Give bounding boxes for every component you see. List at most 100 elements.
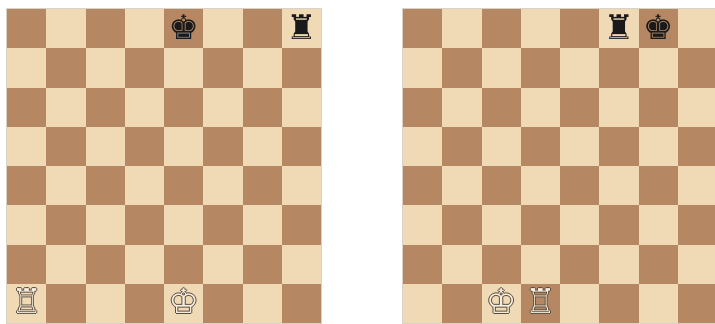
square-c8[interactable] <box>482 9 521 48</box>
square-e1[interactable] <box>560 284 599 323</box>
square-g4[interactable] <box>243 166 282 205</box>
square-g8[interactable] <box>243 9 282 48</box>
square-f5[interactable] <box>599 127 638 166</box>
square-b6[interactable] <box>46 88 85 127</box>
square-a8[interactable] <box>7 9 46 48</box>
square-g4[interactable] <box>639 166 678 205</box>
square-g1[interactable] <box>639 284 678 323</box>
square-h7[interactable] <box>282 48 321 87</box>
square-f2[interactable] <box>203 245 242 284</box>
square-a1[interactable]: ♖ <box>7 284 46 323</box>
square-g1[interactable] <box>243 284 282 323</box>
square-g5[interactable] <box>243 127 282 166</box>
square-a6[interactable] <box>403 88 442 127</box>
square-c3[interactable] <box>86 205 125 244</box>
square-e6[interactable] <box>560 88 599 127</box>
black-rook-icon[interactable]: ♜ <box>604 11 634 45</box>
square-b5[interactable] <box>46 127 85 166</box>
square-e7[interactable] <box>164 48 203 87</box>
square-g7[interactable] <box>243 48 282 87</box>
square-c5[interactable] <box>482 127 521 166</box>
square-b2[interactable] <box>442 245 481 284</box>
square-c5[interactable] <box>86 127 125 166</box>
square-b1[interactable] <box>442 284 481 323</box>
square-a2[interactable] <box>403 245 442 284</box>
square-b5[interactable] <box>442 127 481 166</box>
square-d3[interactable] <box>125 205 164 244</box>
square-e7[interactable] <box>560 48 599 87</box>
square-b8[interactable] <box>442 9 481 48</box>
square-a3[interactable] <box>403 205 442 244</box>
square-c6[interactable] <box>86 88 125 127</box>
square-d4[interactable] <box>521 166 560 205</box>
square-c1[interactable]: ♔ <box>482 284 521 323</box>
square-e6[interactable] <box>164 88 203 127</box>
square-e3[interactable] <box>164 205 203 244</box>
white-king-icon[interactable]: ♔ <box>168 285 198 319</box>
square-g7[interactable] <box>639 48 678 87</box>
black-rook-icon[interactable]: ♜ <box>286 11 316 45</box>
square-h3[interactable] <box>678 205 715 244</box>
square-h5[interactable] <box>282 127 321 166</box>
square-g5[interactable] <box>639 127 678 166</box>
square-d8[interactable] <box>521 9 560 48</box>
square-h8[interactable]: ♜ <box>282 9 321 48</box>
square-h1[interactable] <box>282 284 321 323</box>
square-c1[interactable] <box>86 284 125 323</box>
square-g6[interactable] <box>639 88 678 127</box>
square-d1[interactable]: ♖ <box>521 284 560 323</box>
white-rook-icon[interactable]: ♖ <box>525 285 555 319</box>
square-d3[interactable] <box>521 205 560 244</box>
square-f6[interactable] <box>203 88 242 127</box>
square-c3[interactable] <box>482 205 521 244</box>
square-g2[interactable] <box>639 245 678 284</box>
black-king-icon[interactable]: ♚ <box>168 11 198 45</box>
square-h3[interactable] <box>282 205 321 244</box>
square-h4[interactable] <box>678 166 715 205</box>
square-a3[interactable] <box>7 205 46 244</box>
square-e8[interactable] <box>560 9 599 48</box>
square-h8[interactable] <box>678 9 715 48</box>
square-d6[interactable] <box>521 88 560 127</box>
square-f7[interactable] <box>203 48 242 87</box>
square-h5[interactable] <box>678 127 715 166</box>
square-c4[interactable] <box>482 166 521 205</box>
square-a5[interactable] <box>403 127 442 166</box>
square-g6[interactable] <box>243 88 282 127</box>
square-f8[interactable]: ♜ <box>599 9 638 48</box>
square-h1[interactable] <box>678 284 715 323</box>
square-b8[interactable] <box>46 9 85 48</box>
square-c7[interactable] <box>86 48 125 87</box>
square-b3[interactable] <box>442 205 481 244</box>
square-h2[interactable] <box>678 245 715 284</box>
square-f3[interactable] <box>203 205 242 244</box>
square-b2[interactable] <box>46 245 85 284</box>
square-c8[interactable] <box>86 9 125 48</box>
square-d2[interactable] <box>521 245 560 284</box>
square-c4[interactable] <box>86 166 125 205</box>
square-g2[interactable] <box>243 245 282 284</box>
square-a8[interactable] <box>403 9 442 48</box>
square-e2[interactable] <box>164 245 203 284</box>
square-h7[interactable] <box>678 48 715 87</box>
square-h2[interactable] <box>282 245 321 284</box>
square-f2[interactable] <box>599 245 638 284</box>
square-f4[interactable] <box>203 166 242 205</box>
square-c2[interactable] <box>86 245 125 284</box>
square-b6[interactable] <box>442 88 481 127</box>
square-d2[interactable] <box>125 245 164 284</box>
square-b4[interactable] <box>442 166 481 205</box>
square-d6[interactable] <box>125 88 164 127</box>
square-d5[interactable] <box>521 127 560 166</box>
square-b7[interactable] <box>46 48 85 87</box>
square-f5[interactable] <box>203 127 242 166</box>
square-c7[interactable] <box>482 48 521 87</box>
square-e4[interactable] <box>560 166 599 205</box>
square-a2[interactable] <box>7 245 46 284</box>
square-c2[interactable] <box>482 245 521 284</box>
square-d1[interactable] <box>125 284 164 323</box>
square-b7[interactable] <box>442 48 481 87</box>
black-king-icon[interactable]: ♚ <box>643 11 673 45</box>
square-e1[interactable]: ♔ <box>164 284 203 323</box>
square-a4[interactable] <box>7 166 46 205</box>
